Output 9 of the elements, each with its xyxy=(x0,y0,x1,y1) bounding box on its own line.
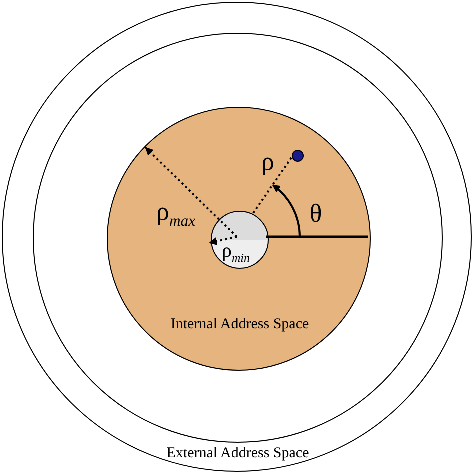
symbol-label: ρ$_{max}$ xyxy=(156,196,196,232)
point-dot xyxy=(292,150,304,162)
symbol-label: ρ$_{min}$ xyxy=(222,240,250,266)
region-label: External Address Space xyxy=(166,446,310,462)
region-label: Internal Address Space xyxy=(170,316,310,334)
angle-label: θ xyxy=(310,199,322,229)
edge-label: ρ xyxy=(262,147,274,177)
dotted-line xyxy=(252,157,292,214)
connector-line xyxy=(266,236,368,238)
